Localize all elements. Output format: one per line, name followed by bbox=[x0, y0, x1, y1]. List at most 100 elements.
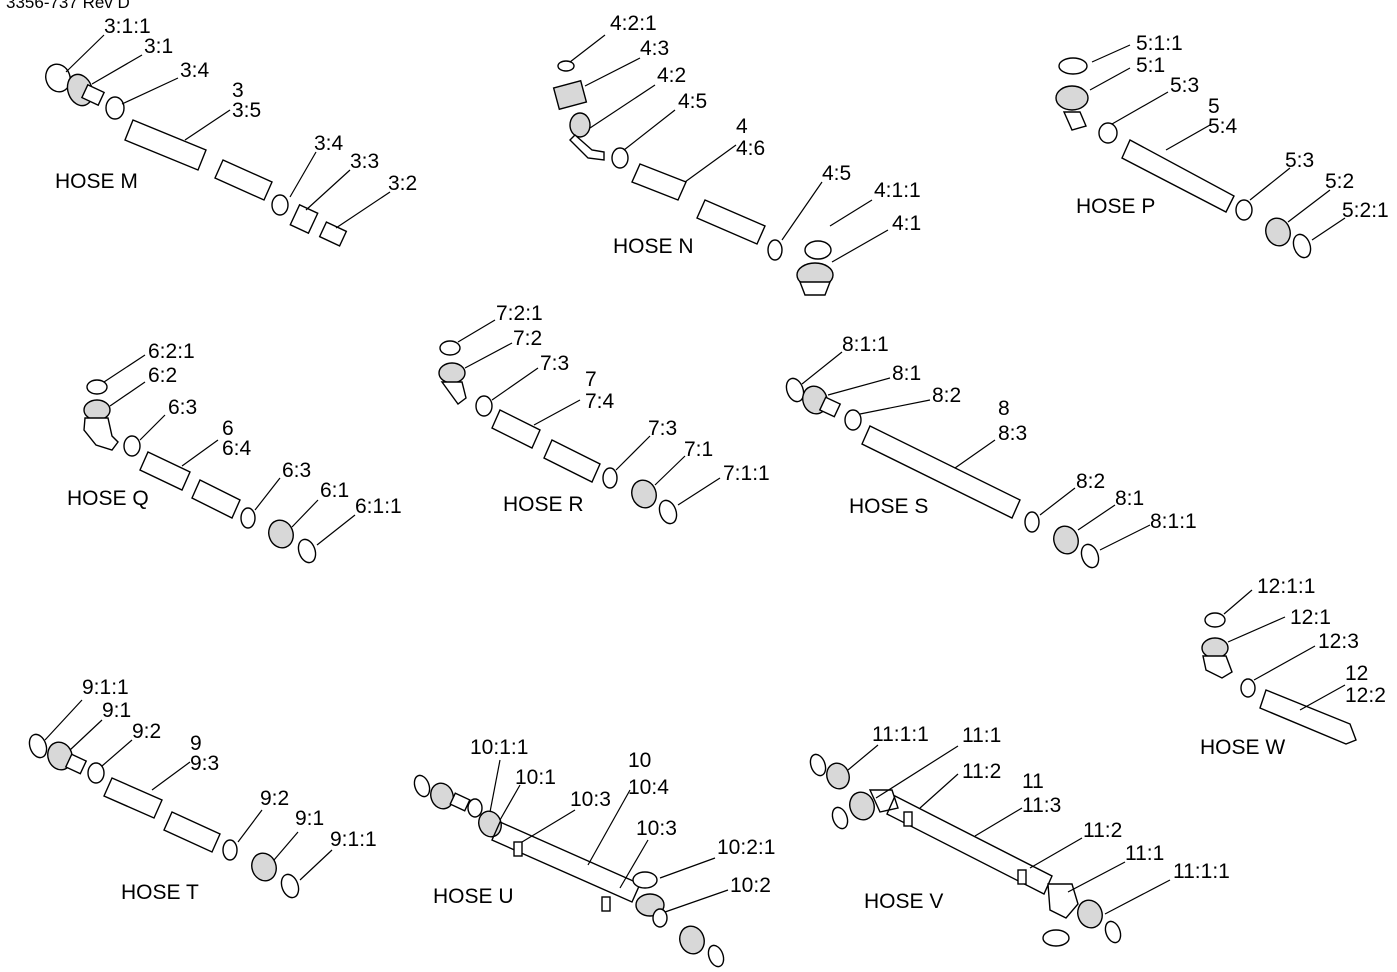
label-11-1-1-b: 11:1:1 bbox=[1173, 860, 1230, 883]
label-5-4: 5:4 bbox=[1208, 115, 1238, 138]
hose-q-leaders bbox=[103, 354, 356, 546]
hose-s-group: 8:1:1 8:1 8:2 8 8:3 8:2 8:1 8:1:1 HOSE S bbox=[785, 333, 1197, 569]
label-7-2: 7:2 bbox=[513, 327, 542, 350]
label-5-2: 5:2 bbox=[1325, 170, 1354, 193]
label-6-4: 6:4 bbox=[222, 437, 252, 460]
hose-s-parts bbox=[785, 377, 1100, 569]
hose-m-labels: 3:1:1 3:1 3:4 3 3:5 3:4 3:3 3:2 bbox=[104, 15, 417, 195]
hose-u-labels: 10:1:1 10:1 10:3 10 10:4 10:3 10:2:1 10:… bbox=[470, 736, 775, 897]
label-7-1: 7:1 bbox=[684, 438, 713, 461]
hose-r-labels: 7:2:1 7:2 7:3 7 7:4 7:3 7:1 7:1:1 bbox=[496, 302, 770, 485]
hose-w-group: 12:1:1 12:1 12:3 12 12:2 HOSE W bbox=[1200, 575, 1386, 759]
label-7-3-b: 7:3 bbox=[648, 417, 677, 440]
label-4-2: 4:2 bbox=[657, 64, 686, 87]
hose-n-parts bbox=[552, 60, 834, 296]
label-12: 12 bbox=[1345, 662, 1368, 685]
hose-r-leaders bbox=[457, 319, 721, 506]
hose-w-labels: 12:1:1 12:1 12:3 12 12:2 bbox=[1257, 575, 1386, 707]
label-8-2-b: 8:2 bbox=[1076, 470, 1105, 493]
hose-n-title: HOSE N bbox=[613, 235, 694, 258]
hose-n-leaders bbox=[569, 34, 889, 263]
label-11: 11 bbox=[1022, 770, 1044, 793]
label-3: 3 bbox=[232, 79, 244, 102]
hose-r-parts bbox=[438, 340, 678, 525]
hose-t-group: 9:1:1 9:1 9:2 9 9:3 9:2 9:1 9:1:1 HOSE T bbox=[28, 676, 377, 904]
hose-v-leaders bbox=[847, 744, 1171, 915]
label-4-2-1: 4:2:1 bbox=[610, 12, 657, 35]
label-9-3: 9:3 bbox=[190, 752, 219, 775]
label-4-1-1: 4:1:1 bbox=[874, 179, 921, 202]
label-8-1-b: 8:1 bbox=[1115, 487, 1144, 510]
label-8-1-1: 8:1:1 bbox=[842, 333, 889, 356]
label-12-1-1: 12:1:1 bbox=[1257, 575, 1315, 598]
label-3-5: 3:5 bbox=[232, 99, 261, 122]
hose-s-labels: 8:1:1 8:1 8:2 8 8:3 8:2 8:1 8:1:1 bbox=[842, 333, 1197, 533]
hose-u-parts bbox=[413, 774, 725, 968]
label-11-1-1: 11:1:1 bbox=[872, 723, 929, 746]
label-8-1-1-b: 8:1:1 bbox=[1150, 510, 1197, 533]
label-3-1: 3:1 bbox=[144, 35, 173, 58]
label-11-2: 11:2 bbox=[962, 760, 1001, 783]
hose-v-title: HOSE V bbox=[864, 890, 943, 913]
hose-n-group: 4:2:1 4:3 4:2 4:5 4 4:6 4:5 4:1:1 4:1 HO… bbox=[552, 12, 921, 296]
label-6: 6 bbox=[222, 417, 234, 440]
label-11-1: 11:1 bbox=[962, 724, 1001, 747]
hose-r-title: HOSE R bbox=[503, 493, 584, 516]
label-9-2-b: 9:2 bbox=[260, 787, 289, 810]
label-7: 7 bbox=[585, 368, 597, 391]
hose-w-title: HOSE W bbox=[1200, 736, 1285, 759]
hose-p-group: 5:1:1 5:1 5:3 5 5:4 5:3 5:2 5:2:1 HOSE P bbox=[1055, 32, 1389, 259]
label-10-1: 10:1 bbox=[515, 766, 556, 789]
label-3-1-1: 3:1:1 bbox=[104, 15, 151, 38]
label-9-2: 9:2 bbox=[132, 720, 161, 743]
label-9-1-1: 9:1:1 bbox=[82, 676, 129, 699]
label-6-1-1: 6:1:1 bbox=[355, 495, 402, 518]
label-9-1-b: 9:1 bbox=[295, 807, 324, 830]
label-5-3: 5:3 bbox=[1170, 74, 1199, 97]
label-6-2: 6:2 bbox=[148, 364, 177, 387]
label-10-1-1: 10:1:1 bbox=[470, 736, 528, 759]
hose-t-labels: 9:1:1 9:1 9:2 9 9:3 9:2 9:1 9:1:1 bbox=[82, 676, 377, 851]
label-10: 10 bbox=[628, 749, 651, 772]
label-5-1-1: 5:1:1 bbox=[1136, 32, 1183, 55]
hose-p-leaders bbox=[1089, 44, 1346, 241]
label-11-1-b: 11:1 bbox=[1125, 842, 1164, 865]
label-3-4: 3:4 bbox=[180, 59, 210, 82]
label-6-3: 6:3 bbox=[168, 396, 197, 419]
label-8: 8 bbox=[998, 397, 1010, 420]
hose-w-leaders bbox=[1223, 589, 1346, 711]
label-10-4: 10:4 bbox=[628, 776, 669, 799]
label-8-1: 8:1 bbox=[892, 362, 921, 385]
hose-t-parts bbox=[28, 733, 300, 899]
label-5-1: 5:1 bbox=[1136, 54, 1165, 77]
hose-m-group: 3:1:1 3:1 3:4 3 3:5 3:4 3:3 3:2 HOSE M bbox=[45, 15, 417, 247]
label-7-2-1: 7:2:1 bbox=[496, 302, 543, 325]
label-12-1: 12:1 bbox=[1290, 606, 1331, 629]
label-8-2: 8:2 bbox=[932, 384, 961, 407]
hose-v-group: 11:1:1 11:1 11:2 11 11:3 11:2 11:1 11:1:… bbox=[809, 723, 1230, 947]
label-5-2-1: 5:2:1 bbox=[1342, 199, 1389, 222]
hose-u-title: HOSE U bbox=[433, 885, 514, 908]
hose-p-labels: 5:1:1 5:1 5:3 5 5:4 5:3 5:2 5:2:1 bbox=[1136, 32, 1389, 222]
label-7-3: 7:3 bbox=[540, 352, 569, 375]
hose-u-group: 10:1:1 10:1 10:3 10 10:4 10:3 10:2:1 10:… bbox=[413, 736, 775, 968]
label-11-3: 11:3 bbox=[1022, 794, 1061, 817]
hose-t-title: HOSE T bbox=[121, 881, 199, 904]
label-3-4-b: 3:4 bbox=[314, 132, 344, 155]
label-5: 5 bbox=[1208, 95, 1220, 118]
hose-v-labels: 11:1:1 11:1 11:2 11 11:3 11:2 11:1 11:1:… bbox=[872, 723, 1230, 883]
label-4-5: 4:5 bbox=[678, 90, 707, 113]
hose-s-leaders bbox=[801, 351, 1151, 551]
hose-m-parts bbox=[45, 63, 348, 247]
hose-n-labels: 4:2:1 4:3 4:2 4:5 4 4:6 4:5 4:1:1 4:1 bbox=[610, 12, 921, 235]
label-4-6: 4:6 bbox=[736, 137, 765, 160]
label-10-2: 10:2 bbox=[730, 874, 771, 897]
label-9-1: 9:1 bbox=[102, 699, 131, 722]
label-3-3: 3:3 bbox=[350, 150, 379, 173]
label-6-3-b: 6:3 bbox=[282, 459, 311, 482]
hose-t-leaders bbox=[44, 699, 333, 881]
label-9-1-1-b: 9:1:1 bbox=[330, 828, 377, 851]
label-6-2-1: 6:2:1 bbox=[148, 340, 195, 363]
label-10-3-b: 10:3 bbox=[636, 817, 677, 840]
